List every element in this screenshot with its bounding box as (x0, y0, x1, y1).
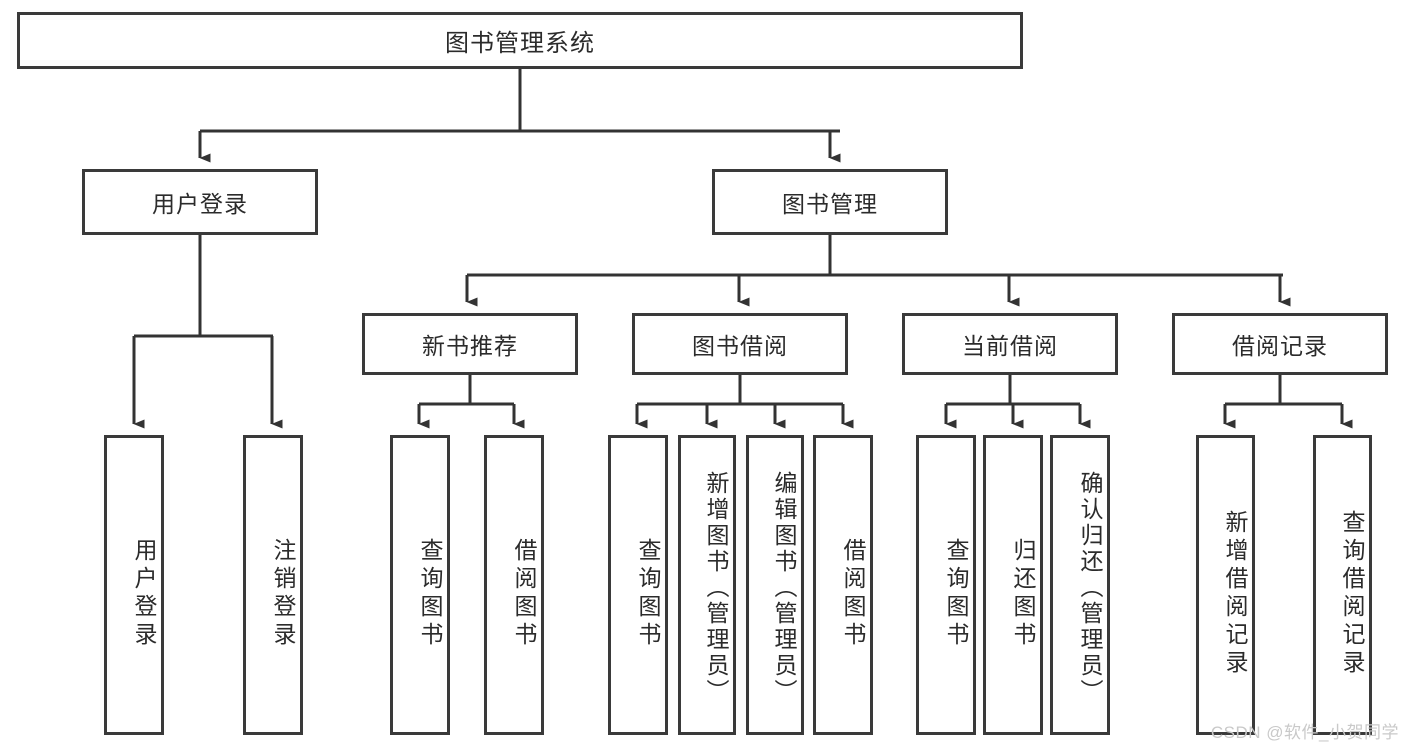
node-label: 借阅图书 (511, 538, 537, 650)
node-label: 注销登录 (270, 538, 296, 650)
node-label: 新书推荐 (422, 333, 518, 359)
node-label: 当前借阅 (962, 333, 1058, 359)
node-label: 新增借阅记录 (1222, 510, 1248, 678)
node-leaf-add-record[interactable]: 新增借阅记录 (1196, 435, 1255, 735)
node-leaf-logout[interactable]: 注销登录 (243, 435, 303, 735)
node-label: 编辑图书（管理员） (771, 471, 797, 705)
node-label: 确认归还（管理员） (1077, 471, 1103, 705)
node-label: 图书管理 (782, 191, 878, 217)
node-label: 用户登录 (152, 191, 248, 217)
node-label: 图书借阅 (692, 333, 788, 359)
node-leaf-borrow-book-2[interactable]: 借阅图书 (813, 435, 873, 735)
node-leaf-user-login[interactable]: 用户登录 (104, 435, 164, 735)
node-label: 图书管理系统 (445, 30, 595, 57)
node-label: 归还图书 (1010, 538, 1036, 650)
node-leaf-query-book-1[interactable]: 查询图书 (390, 435, 450, 735)
node-label: 查询借阅记录 (1339, 510, 1365, 678)
node-label: 用户登录 (131, 538, 157, 650)
node-leaf-edit-book[interactable]: 编辑图书（管理员） (746, 435, 804, 735)
node-label: 查询图书 (635, 538, 661, 650)
node-label: 查询图书 (417, 538, 443, 650)
node-user-login[interactable]: 用户登录 (82, 169, 318, 235)
node-leaf-borrow-book-1[interactable]: 借阅图书 (484, 435, 544, 735)
node-leaf-add-book[interactable]: 新增图书（管理员） (678, 435, 736, 735)
node-label: 借阅图书 (840, 538, 866, 650)
node-label: 查询图书 (943, 538, 969, 650)
node-leaf-confirm-return[interactable]: 确认归还（管理员） (1050, 435, 1110, 735)
node-borrow-record[interactable]: 借阅记录 (1172, 313, 1388, 375)
node-leaf-return-book[interactable]: 归还图书 (983, 435, 1043, 735)
node-current-borrow[interactable]: 当前借阅 (902, 313, 1118, 375)
node-root-system[interactable]: 图书管理系统 (17, 12, 1023, 69)
node-book-manage[interactable]: 图书管理 (712, 169, 948, 235)
node-leaf-query-record[interactable]: 查询借阅记录 (1313, 435, 1372, 735)
node-leaf-query-book-2[interactable]: 查询图书 (608, 435, 668, 735)
node-new-book-rec[interactable]: 新书推荐 (362, 313, 578, 375)
node-label: 借阅记录 (1232, 333, 1328, 359)
watermark-text: CSDN @软件_小贺同学 (1210, 723, 1399, 742)
node-label: 新增图书（管理员） (703, 471, 729, 705)
node-book-borrow[interactable]: 图书借阅 (632, 313, 848, 375)
node-leaf-query-book-3[interactable]: 查询图书 (916, 435, 976, 735)
